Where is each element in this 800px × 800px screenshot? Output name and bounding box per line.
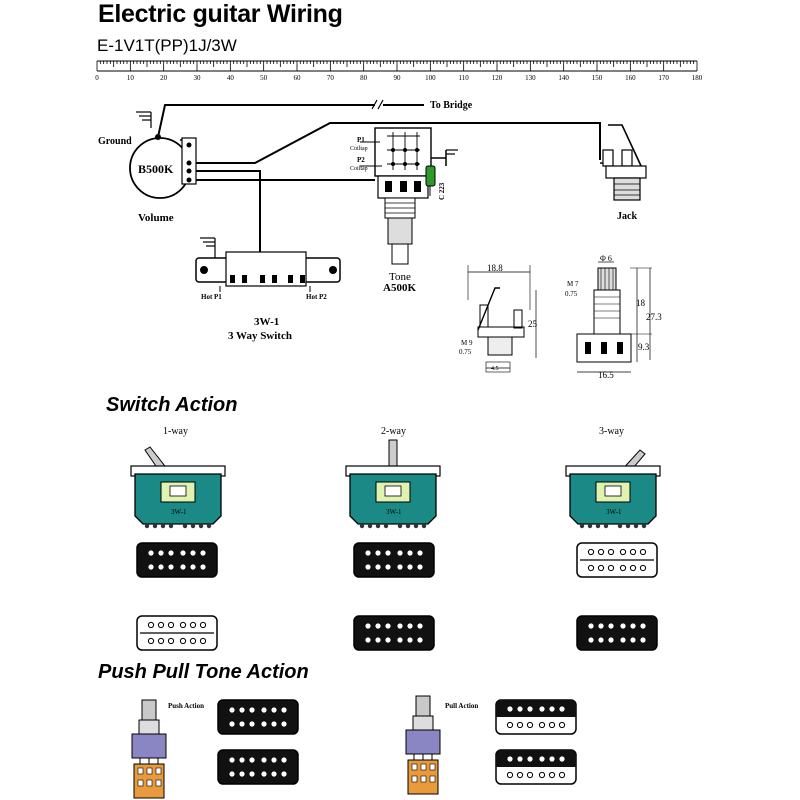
jack-nut-dim: 4.5 [491, 366, 499, 372]
switch-position-3: 3W-1 [565, 449, 661, 529]
ruler-label: 130 [525, 74, 536, 82]
pickup-bridge-1 [136, 615, 218, 651]
jack-thread-dim-2: 0.75 [459, 348, 472, 356]
hot-p1-label: Hot P1 [201, 293, 222, 301]
ruler: 0 10 20 30 40 50 60 70 80 90 100 110 120 130 140 150 160… [95, 60, 703, 82]
hot-p2-label: Hot P2 [306, 293, 327, 301]
switch-label: 3 Way Switch [228, 330, 292, 342]
push-pull-section: Push Action Pull Action [131, 695, 577, 799]
jack-dimension-drawing [467, 265, 537, 373]
ruler-label: 90 [394, 74, 402, 82]
pull-action-label: Pull Action [445, 702, 478, 710]
pickup-neck-3 [576, 542, 658, 578]
pull-pot [405, 695, 441, 795]
switch-3-code: 3W-1 [606, 508, 622, 516]
ruler-label: 10 [127, 74, 135, 82]
ruler-label: 50 [260, 74, 268, 82]
pull-pickup-bottom [495, 749, 577, 785]
position-1-label: 1-way [163, 426, 188, 437]
switch-action-section: 1-way 2-way 3-way 3W-1 3W-1 3W-1 [130, 426, 661, 651]
ruler-label: 180 [692, 74, 703, 82]
tone-pot-value: A500K [383, 282, 416, 294]
wiring-schematic [129, 99, 647, 292]
push-pickup-bottom [217, 749, 299, 785]
volume-pot-value: B500K [138, 162, 174, 176]
position-3-label: 3-way [599, 426, 624, 437]
ruler-label: 170 [658, 74, 669, 82]
push-pull-title: Push Pull Tone Action [98, 661, 309, 683]
pull-pickup-top [495, 699, 577, 735]
page-title: Electric guitar Wiring [98, 0, 343, 28]
pot-body-height-dim: 9.3 [638, 342, 650, 352]
pickup-bridge-2 [353, 615, 435, 651]
ruler-label: 20 [160, 74, 168, 82]
pickup-bridge-3 [576, 615, 658, 651]
tone-label: Tone [389, 271, 411, 283]
ruler-label: 150 [592, 74, 603, 82]
pot-shaft-length-dim: 18 [636, 298, 646, 308]
switch-code-label: 3W-1 [254, 316, 279, 328]
ground-symbol-switch [200, 237, 216, 258]
ruler-label: 120 [492, 74, 503, 82]
ruler-label: 40 [227, 74, 235, 82]
capacitor-label: C 223 [438, 182, 446, 200]
jack-height-dim: 25 [528, 319, 538, 329]
ruler-label: 110 [459, 74, 470, 82]
push-pot [131, 699, 167, 799]
coiltap1-label: Coiltap [350, 146, 368, 152]
ruler-label: 60 [294, 74, 302, 82]
p1-label: P1 [357, 136, 365, 144]
jack-label: Jack [617, 211, 637, 222]
wiring-labels: Ground B500K Volume To Bridge P1 Coiltap… [98, 100, 637, 342]
jack-width-dim: 18.8 [487, 263, 503, 273]
jack-thread-dim-1: M 9 [461, 339, 473, 347]
pot-shaft-diameter-dim: Φ 6 [600, 254, 612, 263]
switch-action-title: Switch Action [106, 394, 238, 416]
model-code: E-1V1T(PP)1J/3W [97, 36, 237, 55]
ground-symbol-volume [136, 111, 152, 128]
push-action-label: Push Action [168, 702, 204, 710]
ruler-label: 70 [327, 74, 335, 82]
pickup-neck-2 [353, 542, 435, 578]
pot-dimension-drawing [576, 261, 652, 373]
switch-2-code: 3W-1 [386, 508, 402, 516]
push-pickup-top [217, 699, 299, 735]
pot-body-width-dim: 16.5 [598, 370, 614, 380]
pot-thread-dim-2: 0.75 [565, 290, 578, 298]
p2-label: P2 [357, 156, 365, 164]
position-2-label: 2-way [381, 426, 406, 437]
ruler-label: 100 [425, 74, 436, 82]
switch-position-1: 3W-1 [130, 446, 226, 529]
ruler-label: 160 [625, 74, 636, 82]
ruler-label: 30 [194, 74, 202, 82]
pickup-neck-1 [136, 542, 218, 578]
volume-label: Volume [138, 212, 174, 224]
ruler-label: 0 [95, 74, 99, 82]
switch-1-code: 3W-1 [171, 508, 187, 516]
to-bridge-label: To Bridge [430, 100, 473, 111]
coiltap2-label: Coiltap [350, 166, 368, 172]
ground-label: Ground [98, 136, 132, 147]
pot-thread-dim-1: M 7 [567, 280, 579, 288]
switch-position-2: 3W-1 [345, 439, 441, 529]
ruler-label: 80 [360, 74, 368, 82]
ruler-label: 140 [558, 74, 569, 82]
pot-total-dim: 27.3 [646, 312, 662, 322]
